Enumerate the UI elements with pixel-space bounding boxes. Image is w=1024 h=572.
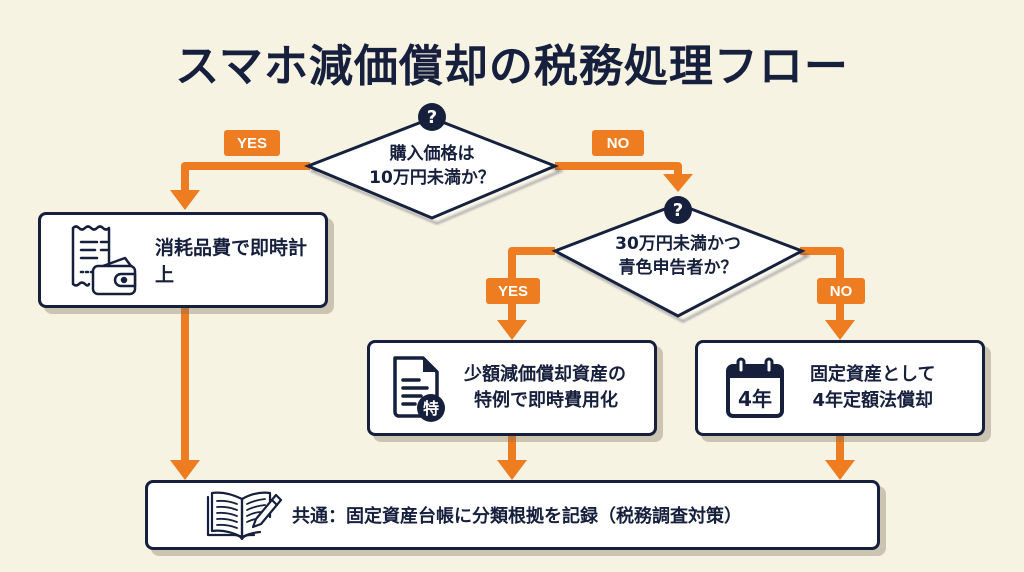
connector-d1-yes (181, 162, 310, 192)
decision1-no-label: NO (592, 130, 644, 156)
outcome-fixed-asset-line1: 固定資産として (810, 364, 936, 385)
open-book-pen-icon (204, 485, 284, 545)
decision2-yes-label: YES (486, 278, 540, 304)
common-record-box: 共通：固定資産台帳に分類根拠を記録（税務調査対策） (145, 480, 880, 550)
decision2-no-label: NO (817, 278, 865, 304)
arrowhead-d1-no (663, 174, 693, 192)
outcome-fixed-asset-box: 4年 固定資産として 4年定額法償却 (695, 340, 985, 436)
receipt-wallet-icon (57, 220, 149, 300)
decision1-yes-label: YES (224, 130, 280, 156)
decision1-line1: 購入価格は (389, 144, 475, 164)
document-special-icon: 特 (384, 348, 450, 428)
outcome-fixed-asset-text: 固定資産として 4年定額法償却 (810, 362, 935, 414)
decision2-line2: 青色申告者か？ (618, 258, 738, 278)
decision2-text: 30万円未満かつ 青色申告者か？ (598, 232, 758, 280)
calendar-icon: 4年 (720, 348, 790, 428)
outcome-consumable-box: 消耗品費で即時計上 (38, 212, 328, 308)
special-badge-text: 特 (423, 399, 439, 418)
question-mark-icon: ? (418, 103, 446, 131)
arrowhead-d1-yes (170, 190, 200, 210)
connector-d1-no (555, 162, 682, 176)
outcome-small-asset-line2: 特例で即時費用化 (474, 390, 618, 411)
calendar-icon-text: 4年 (738, 387, 772, 411)
arrowhead-fixed (825, 460, 855, 480)
arrowhead-d2-yes (497, 320, 527, 340)
outcome-small-asset-text: 少額減価償却資産の 特例で即時費用化 (464, 362, 626, 414)
decision1-text: 購入価格は 10万円未満か？ (352, 142, 512, 190)
outcome-small-asset-line1: 少額減価償却資産の (464, 364, 626, 385)
decision1-line2: 10万円未満か？ (369, 168, 495, 188)
decision2-line1: 30万円未満かつ (615, 234, 741, 254)
common-record-text: 共通：固定資産台帳に分類根拠を記録（税務調査対策） (292, 506, 742, 527)
question-mark-icon: ? (664, 196, 692, 224)
arrowhead-d2-no (825, 320, 855, 340)
decision2-diamond (551, 202, 806, 318)
outcome-small-asset-box: 特 少額減価償却資産の 特例で即時費用化 (367, 340, 657, 436)
arrowhead-small (497, 460, 527, 480)
page-title: スマホ減価償却の税務処理フロー (175, 41, 849, 92)
decision1-diamond (303, 116, 559, 220)
outcome-fixed-asset-line2: 4年定額法償却 (812, 390, 933, 411)
arrowhead-consumable (170, 460, 200, 480)
outcome-consumable-text: 消耗品費で即時計上 (155, 237, 308, 286)
